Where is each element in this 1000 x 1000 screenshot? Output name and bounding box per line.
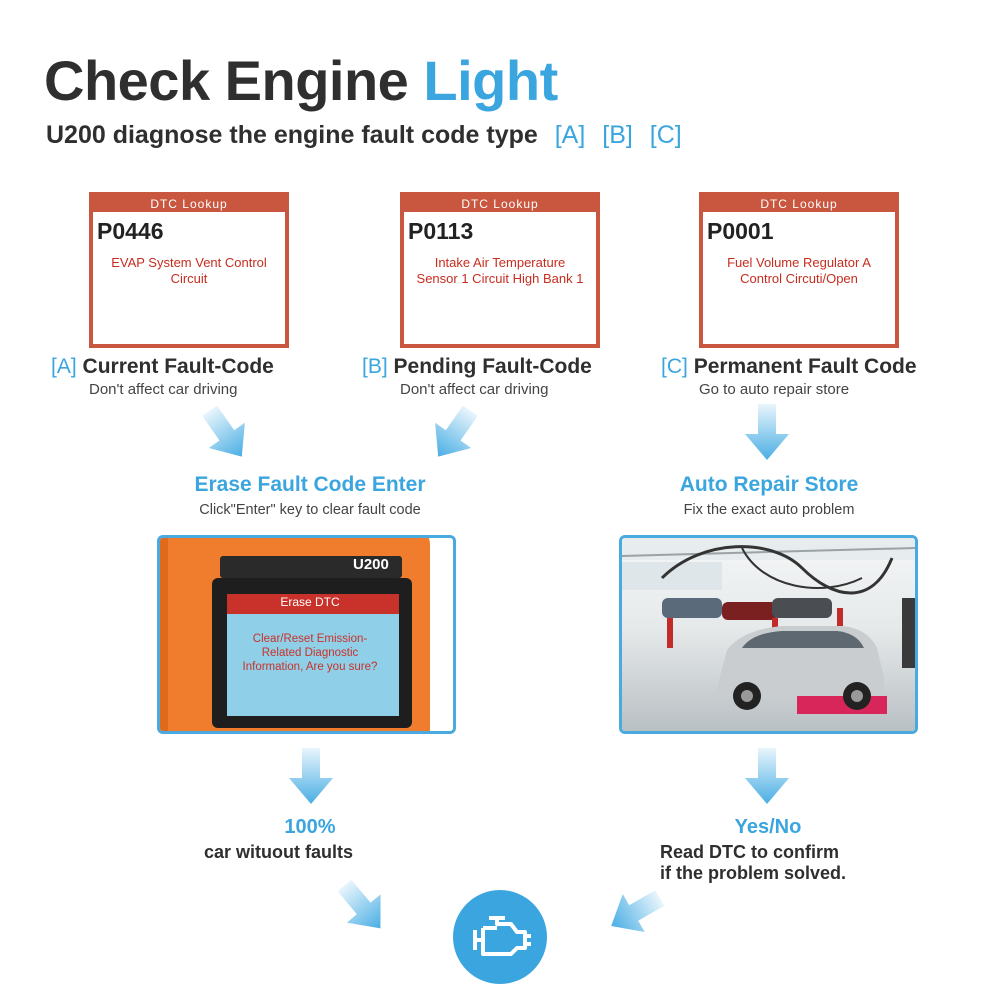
fault-type-c: [C] Permanent Fault Code bbox=[661, 355, 917, 378]
fault-type-b: [B] Pending Fault-Code bbox=[362, 355, 592, 378]
arrow-down-icon bbox=[745, 404, 789, 460]
dtc-card-header: DTC Lookup bbox=[93, 196, 285, 212]
page-title: Check Engine Light bbox=[44, 49, 558, 112]
arrow-down-icon bbox=[435, 405, 478, 457]
fault-type-b-note: Don't affect car driving bbox=[400, 381, 549, 398]
dtc-card-b: DTC Lookup P0113 Intake Air Temperature … bbox=[400, 192, 600, 348]
fault-type-a: [A] Current Fault-Code bbox=[51, 355, 274, 378]
dtc-card-header: DTC Lookup bbox=[703, 196, 895, 212]
dtc-code: P0001 bbox=[707, 218, 774, 244]
dtc-description: EVAP System Vent Control Circuit bbox=[111, 255, 267, 286]
repair-step-sub: Fix the exact auto problem bbox=[683, 502, 855, 518]
arrow-down-icon bbox=[611, 890, 665, 933]
u200-device bbox=[160, 538, 453, 731]
dtc-code: P0446 bbox=[97, 218, 164, 244]
result-left-sub: car wituout faults bbox=[204, 842, 354, 862]
repair-step-title: Auto Repair Store bbox=[679, 473, 859, 496]
device-screen-message: Clear/Reset Emission- Related Diagnostic… bbox=[242, 633, 378, 673]
dtc-card-header: DTC Lookup bbox=[404, 196, 596, 212]
tag-c: [C] bbox=[649, 121, 682, 149]
engine-badge bbox=[453, 890, 547, 984]
device-photo bbox=[157, 535, 456, 734]
result-right-title: Yes/No bbox=[734, 816, 802, 838]
tag-b: [B] bbox=[602, 121, 633, 149]
erase-step-sub: Click"Enter" key to clear fault code bbox=[199, 502, 421, 518]
repair-shop-image bbox=[622, 538, 915, 731]
tag-a: [A] bbox=[554, 121, 586, 149]
engine-icon bbox=[473, 916, 531, 956]
title-accent: Light bbox=[423, 49, 558, 112]
dtc-card-a: DTC Lookup P0446 EVAP System Vent Contro… bbox=[89, 192, 289, 348]
arrow-down-icon bbox=[202, 405, 245, 457]
dtc-description: Fuel Volume Regulator A Control Circuti/… bbox=[727, 255, 871, 286]
fault-type-a-note: Don't affect car driving bbox=[89, 381, 238, 398]
dtc-code: P0113 bbox=[408, 218, 474, 244]
device-model-label: U200 bbox=[353, 556, 389, 573]
arrow-down-icon bbox=[289, 748, 333, 804]
result-left-title: 100% bbox=[284, 816, 336, 838]
arrow-down-icon bbox=[337, 879, 381, 929]
repair-shop-photo bbox=[619, 535, 918, 734]
erase-step-title: Erase Fault Code Enter bbox=[194, 473, 426, 496]
dtc-card-c: DTC Lookup P0001 Fuel Volume Regulator A… bbox=[699, 192, 899, 348]
dtc-description: Intake Air Temperature Sensor 1 Circuit … bbox=[416, 255, 584, 286]
fault-type-c-note: Go to auto repair store bbox=[699, 381, 850, 398]
arrow-down-icon bbox=[745, 748, 789, 804]
device-screen-header: Erase DTC bbox=[280, 595, 340, 609]
result-right-sub: Read DTC to confirm if the problem solve… bbox=[660, 842, 847, 883]
page-subtitle: U200 diagnose the engine fault code type… bbox=[46, 121, 682, 149]
